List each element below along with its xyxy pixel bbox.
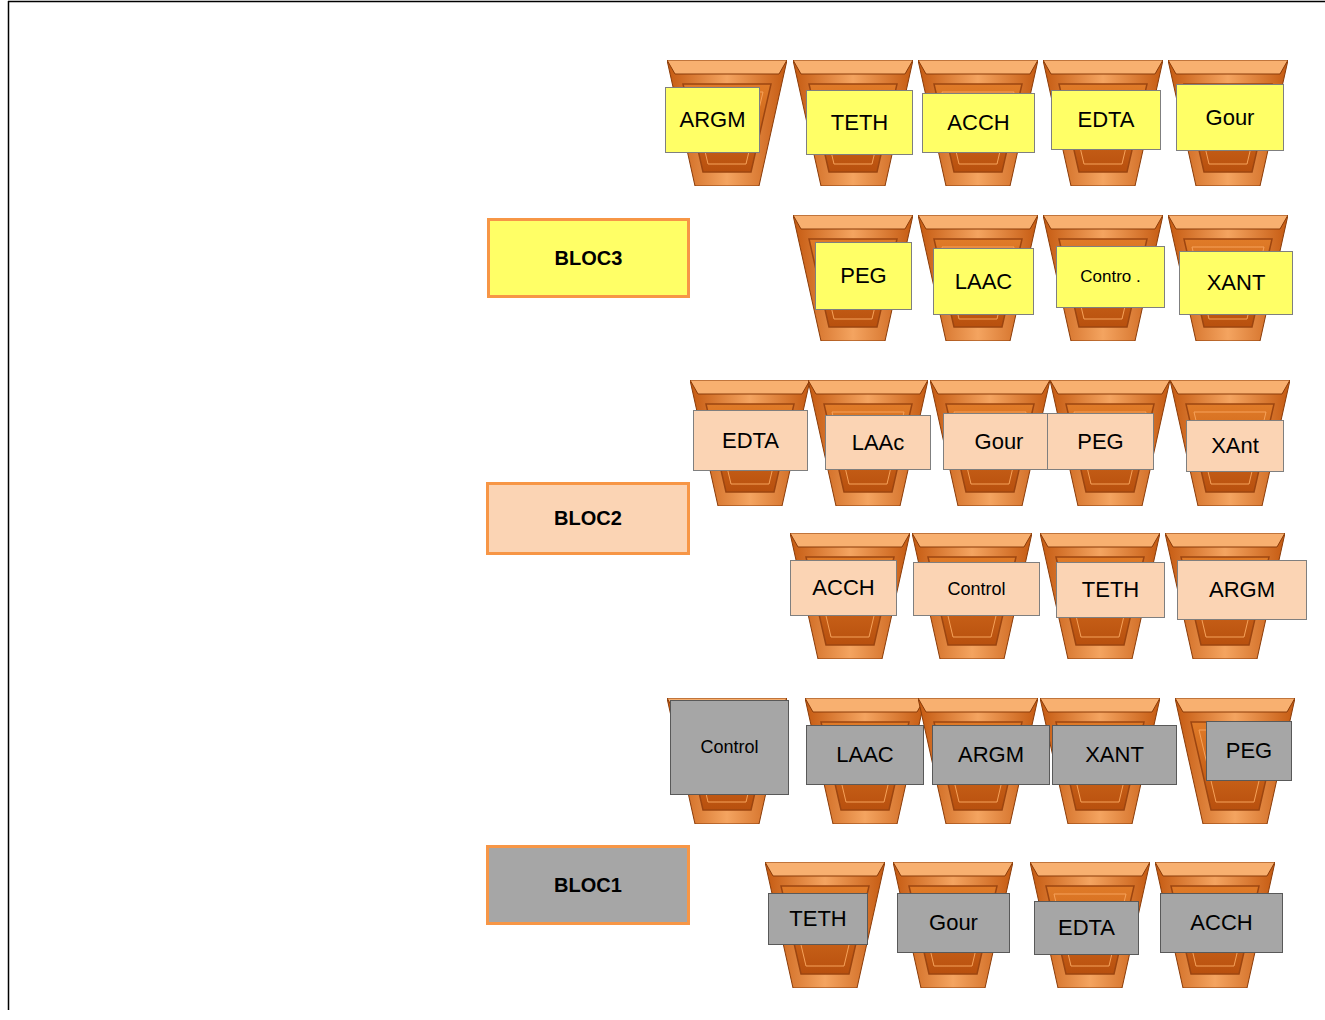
treatment-label: LAAC [933,248,1034,315]
treatment-label: ARGM [1177,560,1307,620]
treatment-name: TETH [831,110,888,135]
treatment-name: Gour [929,910,978,935]
treatment-name: EDTA [1077,107,1134,132]
pot [1175,698,1295,824]
pot [690,380,810,506]
pot [918,215,1038,341]
block-label: BLOC3 [487,218,690,298]
treatment-label: EDTA [693,410,808,471]
treatment-name: Control [947,579,1005,600]
pot [793,60,913,186]
treatment-name: EDTA [722,428,779,453]
frame-line [8,1,1325,3]
pot [893,862,1013,988]
treatment-label: ACCH [790,560,897,616]
treatment-name: PEG [1077,429,1123,454]
treatment-label: TETH [806,90,913,155]
treatment-label: TETH [768,893,868,945]
treatment-name: XANT [1085,742,1144,767]
pot [790,533,910,659]
treatment-name: LAAc [852,430,905,455]
treatment-name: Control [700,737,758,758]
treatment-label: TETH [1056,562,1165,618]
treatment-name: EDTA [1058,915,1115,940]
treatment-label: LAAC [806,725,924,785]
treatment-label: Gour [943,413,1055,470]
pot [1030,862,1150,988]
treatment-name: LAAC [955,269,1012,294]
treatment-label: XAnt [1186,420,1284,472]
treatment-label: ACCH [1160,893,1283,953]
treatment-name: XAnt [1211,433,1259,458]
treatment-label: XANT [1052,725,1177,785]
block-name: BLOC3 [555,247,623,270]
treatment-label: ARGM [932,725,1050,785]
treatment-label: Gour [897,893,1010,953]
treatment-label: ACCH [922,93,1035,153]
treatment-name: LAAC [836,742,893,767]
treatment-label: Control [670,700,789,795]
treatment-label: Gour [1176,84,1284,151]
treatment-label: PEG [815,242,912,310]
treatment-label: Control [913,562,1040,616]
pot [918,60,1038,186]
treatment-label: PEG [1047,413,1154,470]
treatment-label: Contro . [1056,246,1165,308]
treatment-label: EDTA [1034,901,1139,955]
pot [805,698,925,824]
pot [1168,60,1288,186]
treatment-name: Gour [1206,105,1255,130]
block-label: BLOC1 [486,845,690,925]
treatment-name: ACCH [1190,910,1252,935]
block-label: BLOC2 [486,482,690,555]
block-name: BLOC2 [554,507,622,530]
pot [667,60,787,186]
pot [793,215,913,341]
pot [1043,60,1163,186]
treatment-name: Gour [975,429,1024,454]
treatment-name: TETH [1082,577,1139,602]
treatment-label: LAAc [825,415,931,470]
treatment-name: PEG [840,263,886,288]
pot [765,862,885,988]
treatment-name: TETH [789,906,846,931]
treatment-label: EDTA [1051,90,1161,150]
treatment-name: Contro . [1080,267,1142,287]
treatment-name: ACCH [812,575,874,600]
treatment-name: ACCH [947,110,1009,135]
treatment-name: ARGM [680,107,746,132]
treatment-label: PEG [1206,721,1292,781]
frame-line [8,1,10,1010]
block-name: BLOC1 [554,874,622,897]
treatment-name: PEG [1226,738,1272,763]
pot [1170,380,1290,506]
treatment-name: ARGM [1209,577,1275,602]
treatment-name: ARGM [958,742,1024,767]
treatment-label: XANT [1179,251,1293,315]
treatment-name: XANT [1207,270,1266,295]
treatment-label: ARGM [665,87,760,153]
